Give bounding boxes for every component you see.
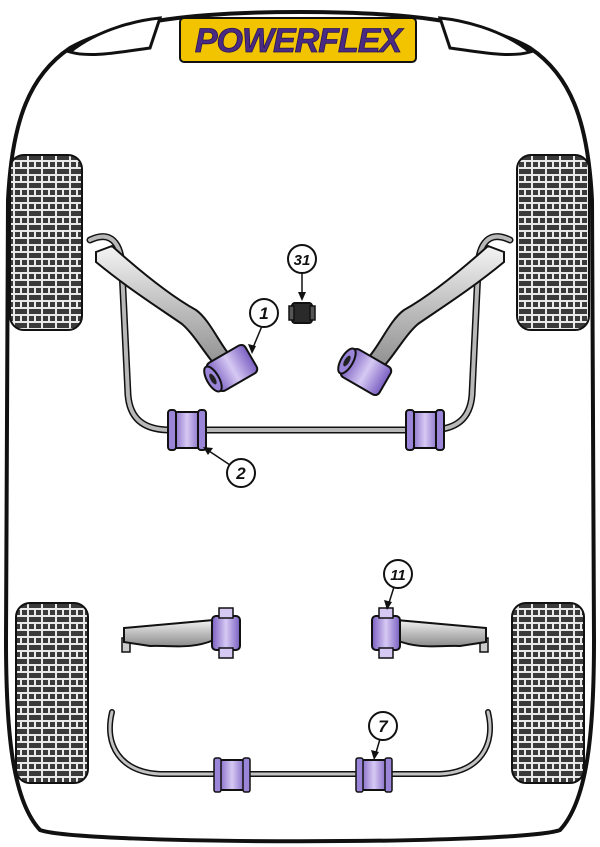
callout-1-label: 1 <box>259 304 268 323</box>
callout-7-label: 7 <box>378 717 389 736</box>
callout-11: 11 <box>383 559 413 610</box>
callout-2-label: 2 <box>235 464 246 483</box>
a-pillar-right <box>437 16 534 57</box>
bushing-7-right <box>355 757 393 793</box>
bushing-7-left <box>213 757 251 793</box>
callout-7: 7 <box>368 711 398 760</box>
rear-arm-right <box>395 618 489 653</box>
tyre-front-left <box>9 154 83 331</box>
bushing-1-right <box>337 347 393 397</box>
a-pillar-left <box>66 16 163 57</box>
tyre-rear-left <box>15 602 89 784</box>
bushing-31 <box>288 302 316 324</box>
callout-31: 31 <box>287 244 317 301</box>
callout-31-label: 31 <box>294 252 311 269</box>
bushing-1-left <box>203 343 259 393</box>
logo-text: POWERFLEX <box>195 22 405 60</box>
bushing-11-left <box>211 607 241 659</box>
tyre-front-right <box>516 154 590 331</box>
callout-2: 2 <box>203 447 256 488</box>
callout-1: 1 <box>248 298 279 354</box>
tyre-rear-right <box>511 602 585 784</box>
bushing-2-left <box>167 409 207 451</box>
powerflex-logo: POWERFLEX <box>179 17 417 63</box>
callout-11-label: 11 <box>390 567 406 584</box>
bushing-11-right <box>371 607 401 659</box>
bushing-2-right <box>405 409 445 451</box>
